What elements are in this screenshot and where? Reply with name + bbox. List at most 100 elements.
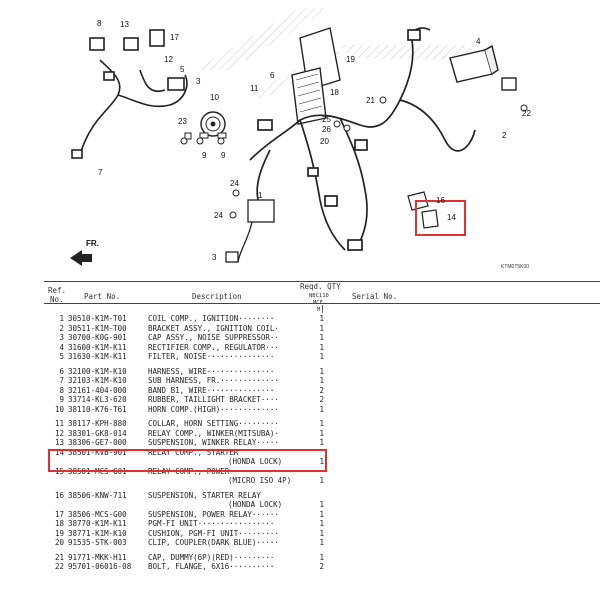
description: CAP, DUMMY(6P)(RED)········· (148, 552, 275, 562)
part-number: 38770-K1M-K11 (68, 519, 127, 528)
description: COIL COMP., IGNITION········ (148, 314, 275, 323)
callout-4: 4 (476, 37, 481, 46)
quantity: 1 (319, 342, 324, 352)
part-number: 38771-K1M-K10 (68, 528, 127, 538)
part-number: 38110-K76-T61 (68, 404, 127, 414)
model-tick (322, 305, 323, 313)
quantity: 1 (319, 476, 324, 485)
part-number: 38506-MCS-G00 (68, 509, 127, 519)
quantity: 2 (319, 395, 324, 404)
table-row: 1 30510-K1M-T01 COIL COMP., IGNITION······… (0, 314, 600, 324)
quantity: 1 (319, 528, 324, 538)
description: RELAY COMP., STARTER (148, 447, 239, 457)
callout-18: 18 (330, 88, 339, 97)
callout-2: 2 (502, 131, 507, 140)
ref-number: 14 (54, 447, 64, 457)
callout-9a: 9 (202, 151, 207, 160)
part-number: 30700-K0G-901 (68, 333, 127, 342)
callout-25: 25 (322, 115, 331, 124)
model-header-1: NBC110 (309, 293, 329, 299)
callout-22: 22 (522, 109, 531, 118)
ref-number: 19 (54, 528, 64, 538)
description: HORN COMP.(HIGH)············· (148, 404, 279, 414)
description: SUSPENSION, STARTER RELAY (148, 490, 261, 500)
table-row: 14 38501-KVB-901 RELAY COMP., STARTER (0, 448, 600, 458)
part-number: 38501-KVB-901 (68, 447, 127, 457)
callout-1: 1 (258, 191, 263, 200)
front-label: FR. (86, 239, 99, 248)
rectifier (449, 44, 517, 91)
table-row-continuation: (HONDA LOCK)1 (0, 457, 600, 467)
description: RECTIFIER COMP., REGULATOR··· (148, 342, 279, 352)
ref-number: 16 (54, 490, 64, 500)
part-number: 91771-MKK-H11 (68, 552, 127, 562)
callout-3: 3 (196, 77, 201, 86)
ref-number: 2 (59, 323, 64, 333)
quantity: 1 (319, 519, 324, 528)
ref-number: 8 (59, 385, 64, 395)
ref-header-1: Ref. (48, 286, 67, 295)
description: BRACKET ASSY., IGNITION COIL· (148, 323, 279, 333)
description: CLIP, COUPLER(DARK BLUE)····· (148, 538, 279, 547)
description-variant: (MICRO ISO 4P) (228, 476, 292, 485)
quantity: 1 (319, 552, 324, 562)
quantity: 1 (319, 376, 324, 385)
description: SUSPENSION, POWER RELAY······ (148, 509, 279, 519)
description-variant: (HONDA LOCK) (228, 500, 283, 509)
quantity: 2 (319, 385, 324, 395)
callout-24a: 24 (230, 179, 239, 188)
description: RELAY COMP., WINKER(MITSUBA)· (148, 428, 279, 438)
callout-3b: 3 (212, 253, 217, 262)
ref-number: 11 (54, 419, 64, 428)
ref-number: 22 (54, 562, 64, 571)
ref-number: 13 (54, 438, 64, 447)
ref-number: 21 (54, 552, 64, 562)
ref-number: 5 (59, 352, 64, 361)
callout-19: 19 (346, 55, 355, 64)
callout-8: 8 (97, 19, 102, 28)
description: HARNESS, WIRE··············· (148, 366, 275, 376)
callout-5: 5 (180, 65, 185, 74)
callout-numbers: 8 13 17 12 5 3 11 10 7 19 6 18 4 2 21 22… (97, 19, 531, 262)
part-number: 91535-STK-003 (68, 538, 127, 547)
fasteners (180, 96, 528, 219)
table-row: 10 38110-K76-T61 HORN COMP.(HIGH)·········… (0, 405, 600, 415)
quantity: 1 (319, 333, 324, 342)
part-number: 33714-KL3-620 (68, 395, 127, 404)
callout-16: 16 (436, 196, 445, 205)
callout-6: 6 (270, 71, 275, 80)
callout-21: 21 (366, 96, 375, 105)
parts-table: Ref. No. Part No. Description Reqd. QTY … (0, 282, 600, 600)
quantity: 1 (319, 500, 324, 509)
quantity: 1 (319, 438, 324, 447)
callout-10: 10 (210, 93, 219, 102)
part-number: 30510-K1M-T01 (68, 314, 127, 323)
callout-26: 26 (322, 125, 331, 134)
ref-number: 1 (59, 314, 64, 323)
callout-24b: 24 (214, 211, 223, 220)
quantity: 1 (319, 457, 324, 466)
callout-9b: 9 (221, 151, 226, 160)
quantity: 1 (319, 323, 324, 333)
description: SUB HARNESS, FR.············· (148, 376, 279, 385)
model-header-3: M (317, 307, 321, 313)
table-row-continuation: (HONDA LOCK) 1 (0, 500, 600, 510)
reqd-qty-header: Reqd. QTY (300, 282, 341, 291)
part-number: 38301-GK8-014 (68, 428, 127, 438)
callout-17: 17 (170, 33, 179, 42)
description-header: Description (192, 292, 242, 301)
ref-number: 10 (54, 404, 64, 414)
callout-14: 14 (447, 213, 456, 222)
